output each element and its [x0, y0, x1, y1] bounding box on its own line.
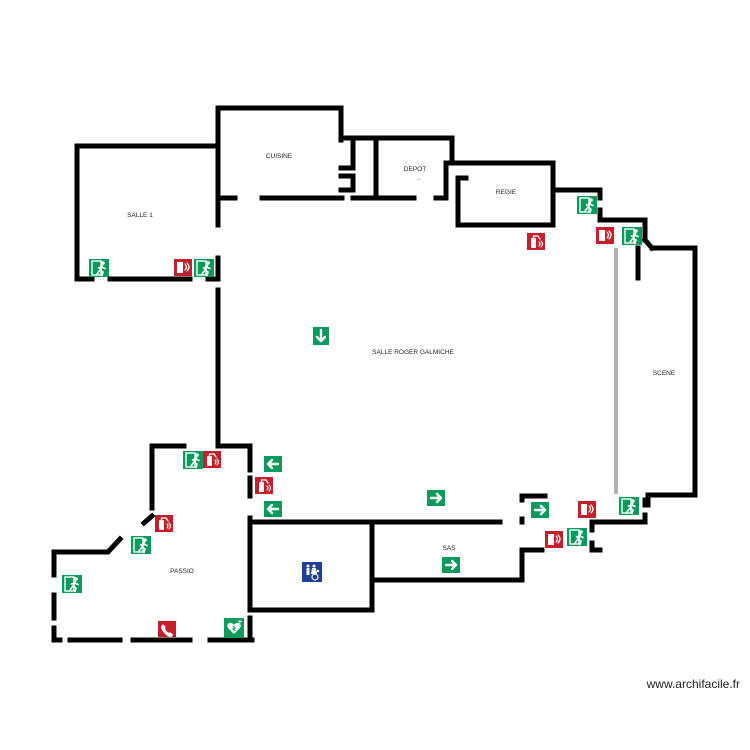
room-label-depot: DEPOT	[404, 166, 426, 173]
fire-alarm-icon	[595, 226, 615, 245]
running-man-exit-icon	[621, 226, 643, 246]
aed-heart-icon	[223, 617, 245, 639]
room-label-cuisine: CUISINE	[266, 153, 293, 160]
running-man-exit-icon	[182, 450, 204, 470]
evacuation-arrow-icon	[311, 325, 331, 347]
running-man-exit-icon	[576, 195, 598, 215]
fire-extinguisher-icon	[202, 450, 222, 469]
room-labels: SALLE 1 CUISINE DEPOT --- REGIE SALLE RO…	[127, 153, 676, 575]
running-man-exit-icon	[61, 574, 83, 594]
fire-extinguisher-icon	[526, 232, 546, 251]
room-label-passio: PASSIO	[170, 568, 194, 575]
fire-extinguisher-icon	[254, 476, 274, 495]
running-man-exit-icon	[193, 258, 215, 278]
fire-alarm-icon	[544, 530, 564, 549]
room-label-sas: SAS	[442, 545, 456, 552]
fire-extinguisher-icon	[154, 514, 174, 533]
room-label-salle1: SALLE 1	[127, 212, 153, 219]
evacuation-arrow-icon	[262, 499, 284, 519]
accessible-toilet-icon	[301, 561, 323, 583]
evacuation-arrow-icon	[440, 555, 462, 575]
running-man-exit-icon	[618, 496, 640, 516]
fire-alarm-icon	[173, 258, 193, 277]
evacuation-arrow-icon	[262, 454, 284, 474]
room-label-depot-sub: ---	[417, 176, 422, 181]
evacuation-arrow-icon	[529, 500, 551, 520]
running-man-exit-icon	[130, 535, 152, 555]
fire-alarm-icon	[577, 500, 597, 519]
running-man-exit-icon	[566, 527, 588, 547]
room-label-main-hall: SALLE ROGER GALMICHE	[372, 349, 454, 356]
evacuation-arrow-icon	[425, 488, 447, 508]
room-label-scene: SCENE	[653, 370, 676, 377]
walls	[51, 105, 698, 643]
room-label-regie: REGIE	[496, 189, 517, 196]
fire-phone-icon	[158, 621, 176, 637]
watermark: www.archifacile.fr	[646, 677, 740, 691]
running-man-exit-icon	[88, 258, 110, 278]
safety-signs	[61, 195, 643, 639]
